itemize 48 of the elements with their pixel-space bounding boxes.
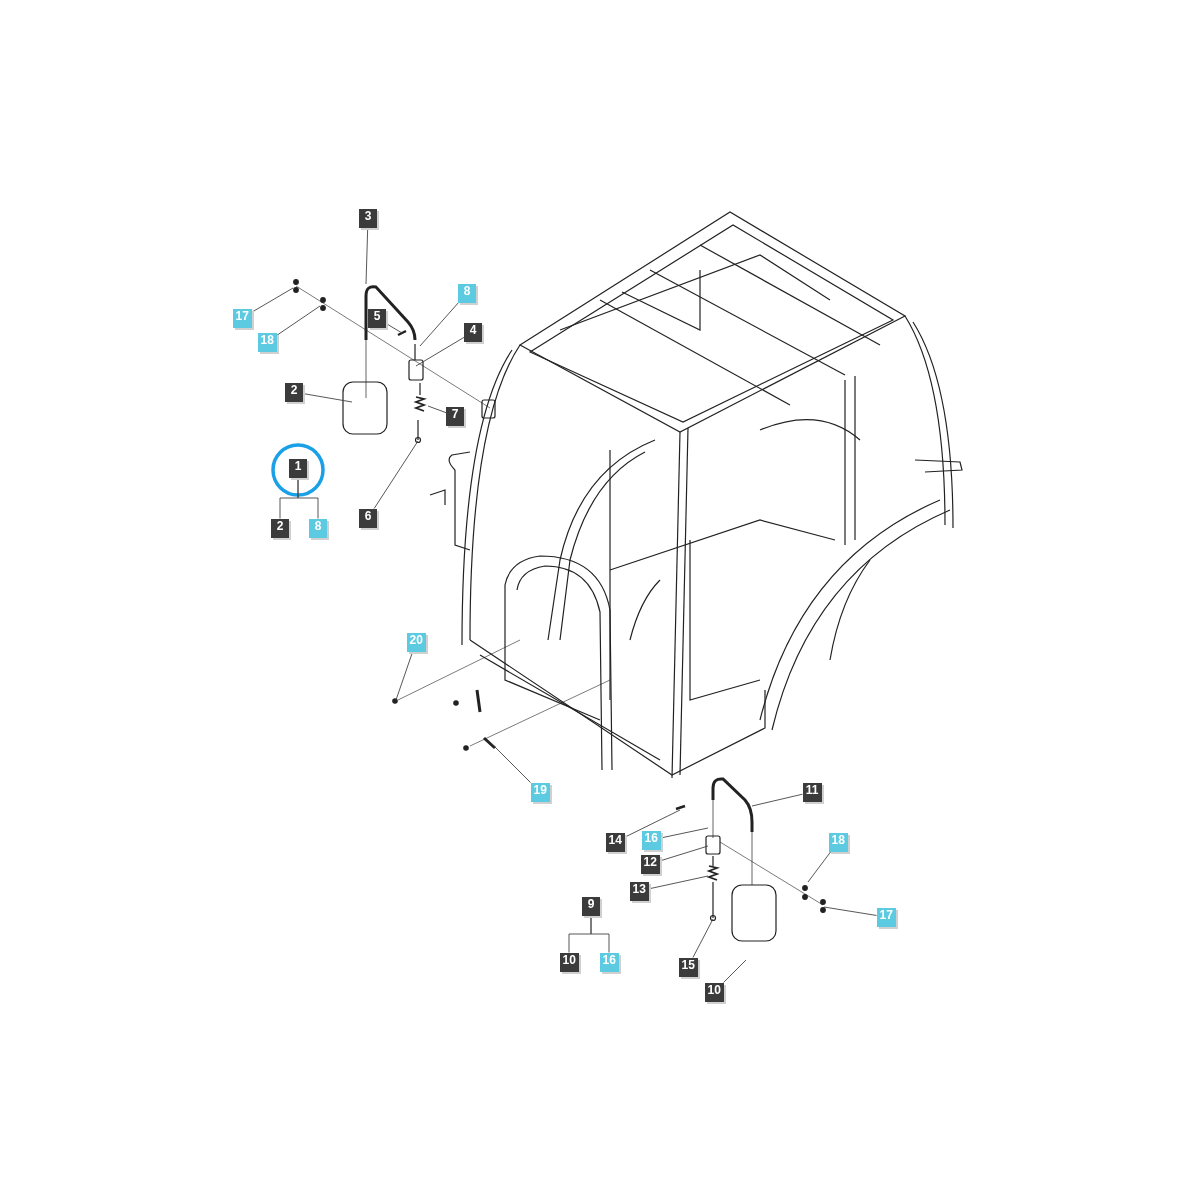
callout-number: 4	[464, 322, 482, 342]
leader-line	[302, 393, 353, 403]
callout-number: 2	[271, 518, 289, 538]
leader-line	[419, 302, 460, 347]
callout-number: 11	[802, 782, 822, 802]
leader-line	[692, 918, 714, 958]
leader-line	[365, 227, 369, 285]
callout-number: 16	[599, 952, 619, 972]
callout-number: 8	[309, 518, 327, 538]
callout-number: 13	[629, 881, 649, 901]
leader-line	[823, 906, 877, 916]
leader-line	[427, 405, 447, 414]
leader-line	[648, 875, 709, 890]
callout-number: 17	[876, 907, 896, 927]
leader-line	[659, 845, 709, 862]
callout-number: 20	[406, 632, 426, 652]
callout-number: 5	[368, 308, 386, 328]
leader-line	[251, 287, 294, 313]
leader-line	[751, 793, 803, 807]
callout-number: 18	[257, 332, 277, 352]
callout-number: 10	[704, 982, 724, 1002]
leader-line	[385, 322, 403, 334]
callout-number: 7	[446, 406, 464, 426]
callout-number: 14	[605, 832, 625, 852]
callout-number: 2	[285, 382, 303, 402]
leader-line	[415, 336, 465, 367]
callout-number: 6	[359, 508, 377, 528]
callout-number: 18	[828, 832, 848, 852]
leader-line	[276, 305, 321, 336]
leader-line	[395, 651, 414, 701]
leader-line	[373, 440, 419, 509]
callout-number: 8	[458, 283, 476, 303]
callout-number: 9	[582, 896, 600, 916]
leader-line	[807, 851, 832, 883]
bracket-line	[590, 915, 610, 953]
leader-line	[487, 739, 531, 783]
callout-number: 12	[640, 854, 660, 874]
leader-line	[723, 959, 747, 983]
callout-number: 10	[559, 952, 579, 972]
callout-number: 1	[289, 458, 307, 478]
callout-number: 17	[232, 308, 252, 328]
leader-line	[660, 827, 709, 839]
callout-number: 3	[359, 208, 377, 228]
callout-number: 19	[530, 782, 550, 802]
callout-number: 15	[678, 957, 698, 977]
leader-line	[624, 809, 681, 838]
bracket-line	[297, 477, 319, 519]
callout-number: 16	[641, 830, 661, 850]
